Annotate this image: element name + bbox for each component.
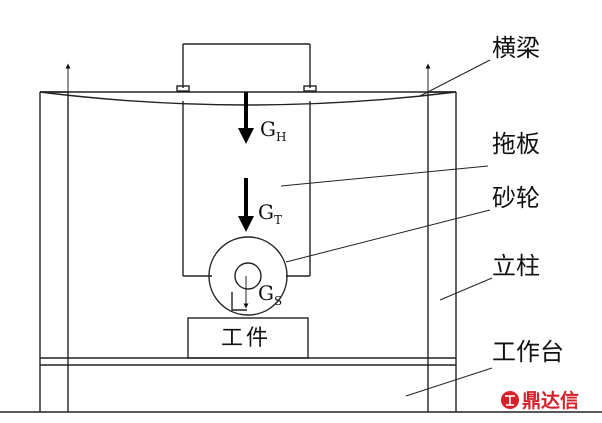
grinding-wheel bbox=[208, 236, 288, 316]
table-leader-line bbox=[405, 367, 493, 397]
column-frame bbox=[39, 91, 457, 412]
wheel-contact-mark bbox=[231, 292, 247, 311]
plate-label: 拖板 bbox=[492, 130, 540, 158]
column-label: 立柱 bbox=[492, 252, 540, 280]
wheel-weight-label: GS bbox=[258, 281, 282, 308]
plate-leader-line bbox=[280, 165, 489, 187]
worktable bbox=[40, 357, 456, 366]
beam-label: 横梁 bbox=[492, 34, 540, 62]
carriage-plate bbox=[182, 101, 311, 277]
plate-top-bracket bbox=[176, 43, 317, 92]
watermark-logo: 鼎达信 bbox=[501, 389, 579, 412]
plate-weight-label: GT bbox=[258, 200, 282, 227]
table-label: 工作台 bbox=[492, 338, 564, 366]
beam-weight-label: GH bbox=[260, 117, 286, 144]
watermark-text: 鼎达信 bbox=[522, 389, 579, 412]
wheel-label: 砂轮 bbox=[492, 184, 540, 212]
column-leader-line bbox=[439, 277, 493, 301]
workpiece-label: 工件 bbox=[221, 326, 271, 351]
wheel-leader-line bbox=[285, 209, 491, 263]
beam-leader-line bbox=[419, 59, 491, 97]
